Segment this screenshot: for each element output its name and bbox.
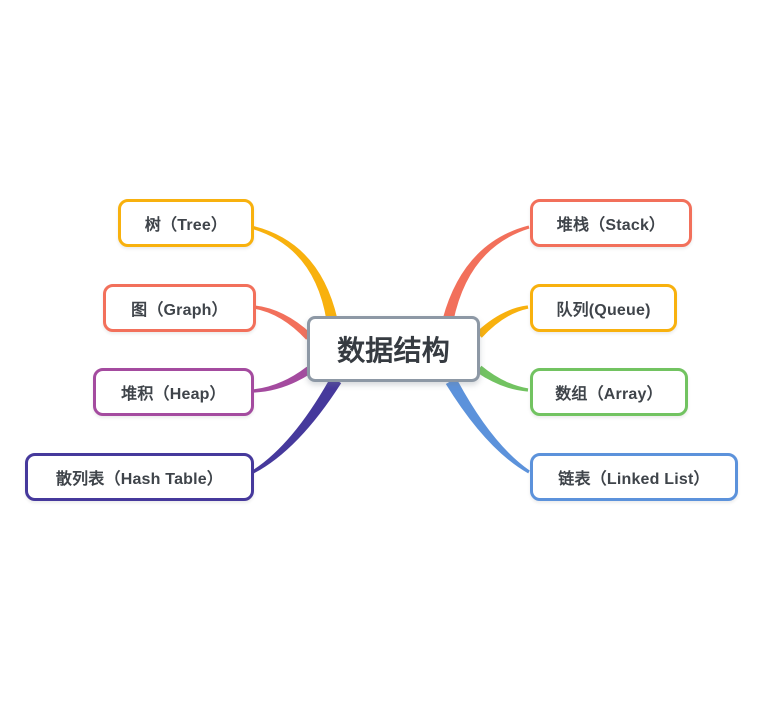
node-queue-label: 队列(Queue) — [556, 302, 651, 319]
node-linked-list-label: 链表（Linked List） — [558, 471, 710, 488]
connector-linked-list — [445, 378, 530, 474]
node-heap[interactable]: 堆积（Heap） — [93, 368, 254, 416]
connector-array — [476, 365, 529, 392]
node-array-label: 数组（Array） — [555, 386, 663, 403]
node-linked-list[interactable]: 链表（Linked List） — [530, 453, 738, 501]
node-stack[interactable]: 堆栈（Stack） — [530, 199, 692, 247]
connector-stack — [442, 225, 530, 322]
center-topic-label: 数据结构 — [337, 335, 450, 366]
node-hash-table[interactable]: 散列表（Hash Table） — [25, 453, 254, 501]
node-center-topic[interactable]: 数据结构 — [307, 316, 480, 382]
node-array[interactable]: 数组（Array） — [530, 368, 688, 416]
connector-hash-table — [252, 376, 342, 474]
connector-tree — [250, 225, 338, 322]
node-graph[interactable]: 图（Graph） — [103, 284, 256, 332]
node-graph-label: 图（Graph） — [131, 302, 228, 319]
node-heap-label: 堆积（Heap） — [121, 386, 226, 403]
connector-graph — [253, 305, 312, 340]
node-hash-table-label: 散列表（Hash Table） — [55, 471, 224, 488]
node-tree-label: 树（Tree） — [144, 217, 228, 234]
node-stack-label: 堆栈（Stack） — [556, 217, 666, 234]
node-tree[interactable]: 树（Tree） — [118, 199, 254, 247]
connector-heap — [252, 366, 312, 393]
node-queue[interactable]: 队列(Queue) — [530, 284, 677, 332]
connector-queue — [476, 305, 529, 338]
